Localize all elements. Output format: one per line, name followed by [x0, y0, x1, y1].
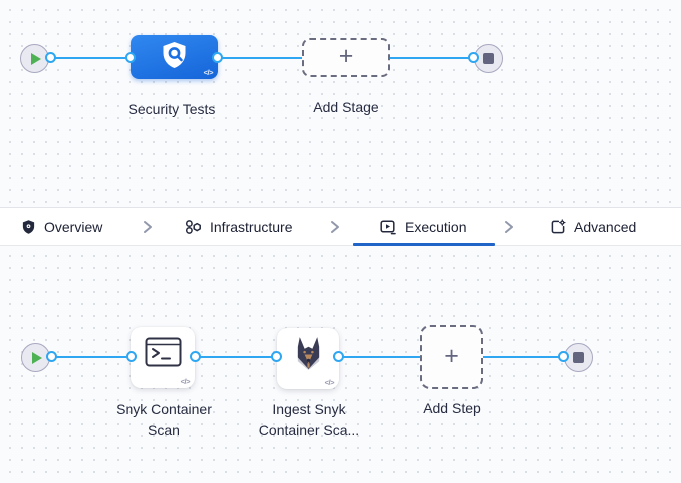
stage-canvas[interactable]: </> + Security Tests Add Stage [0, 0, 681, 207]
connector-dot [45, 52, 56, 63]
step-label-line2: Container Sca... [258, 422, 360, 438]
tab-overview[interactable]: Overview [21, 208, 102, 245]
connector-dot [46, 351, 57, 362]
connector-dot [190, 351, 201, 362]
tab-infrastructure[interactable]: Infrastructure [185, 208, 292, 245]
terminal-icon [145, 337, 182, 372]
edge-line [48, 57, 133, 59]
add-step-label: Add Step [423, 400, 481, 416]
stop-icon [483, 53, 494, 64]
plus-icon: + [444, 341, 459, 370]
chevron-right-icon [331, 221, 339, 233]
tab-label: Execution [405, 218, 467, 235]
connector-dot [125, 52, 136, 63]
tab-label: Advanced [574, 218, 637, 235]
tab-label: Infrastructure [210, 218, 293, 235]
step-label-line1: Ingest Snyk [272, 401, 346, 417]
infrastructure-icon [185, 219, 201, 234]
edge-line [339, 356, 420, 358]
edge-line [483, 356, 564, 358]
add-stage-button[interactable]: + [302, 38, 390, 77]
tab-label: Overview [44, 218, 103, 235]
edge-line [49, 356, 133, 358]
play-icon [32, 351, 42, 364]
step-label: Snyk Container Scan [99, 399, 229, 441]
plus-icon: + [338, 42, 354, 70]
edge-line [197, 356, 277, 358]
connector-dot [333, 351, 344, 362]
stop-icon [573, 352, 584, 363]
active-tab-underline [353, 243, 495, 246]
step-label-line1: Snyk Container [116, 401, 212, 417]
connector-dot [212, 52, 223, 63]
connector-dot [271, 351, 282, 362]
step-node-ingest-snyk[interactable]: </> [277, 328, 339, 389]
execution-canvas[interactable]: </> </> + [0, 246, 681, 483]
add-step-button[interactable]: + [420, 325, 483, 389]
tab-advanced[interactable]: Advanced [550, 208, 636, 245]
add-stage-label: Add Stage [313, 99, 379, 115]
step-node-snyk-container-scan[interactable]: </> [131, 327, 195, 388]
connector-dot [126, 351, 137, 362]
pipeline-start-node [20, 44, 49, 73]
step-label: Ingest Snyk Container Sca... [243, 399, 375, 441]
shield-icon [22, 219, 35, 234]
connector-dot [468, 52, 479, 63]
stage-tab-bar: Overview Infrastructure Execution [0, 207, 681, 246]
snyk-dog-icon [293, 336, 324, 378]
chevron-right-icon [505, 221, 513, 233]
edge-line [218, 57, 303, 59]
connector-dot [558, 351, 569, 362]
security-shield-scan-icon [161, 41, 188, 74]
tab-execution[interactable]: Execution [380, 208, 466, 245]
execution-icon [380, 219, 396, 234]
chevron-right-icon [144, 221, 152, 233]
code-badge-icon: </> [203, 68, 214, 77]
edge-line [390, 57, 475, 59]
stage-node-security-tests[interactable]: </> [131, 35, 218, 79]
step-label-line2: Scan [148, 422, 180, 438]
advanced-icon [551, 218, 566, 233]
stage-label: Security Tests [128, 101, 216, 117]
code-badge-icon: </> [180, 377, 191, 386]
play-icon [31, 52, 41, 65]
code-badge-icon: </> [324, 378, 335, 387]
